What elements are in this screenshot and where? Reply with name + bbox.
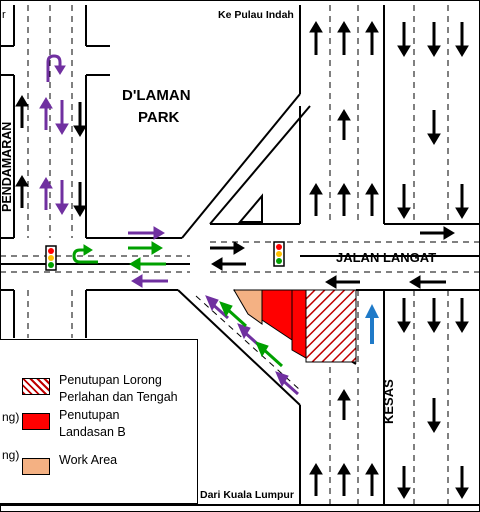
work-area-swatch <box>22 458 50 475</box>
arrow-icon <box>409 275 446 289</box>
arrow-icon <box>427 298 441 333</box>
arrow-icon <box>211 257 246 271</box>
green-arrows <box>72 241 284 368</box>
legend-item-lane-closure: Penutupan Lorong Perlahan dan Tengah <box>22 372 178 406</box>
arrow-icon <box>427 398 441 433</box>
arrow-icon <box>397 184 411 219</box>
arrow-icon <box>365 183 379 216</box>
road-label-pendamaran: PENDAMARAN <box>0 122 14 212</box>
arrow-icon <box>205 295 229 320</box>
arrow-icon <box>219 301 248 328</box>
destination-label: Ke Pulau Indah <box>218 9 294 21</box>
red-strip <box>291 289 307 359</box>
legend-item-work-area: Work Area <box>22 452 117 475</box>
clipped-label: r <box>2 9 6 21</box>
arrow-icon <box>15 95 29 128</box>
arrow-icon <box>365 21 379 55</box>
arrow-icon <box>39 177 53 210</box>
arrow-icon <box>309 21 323 55</box>
arrow-icon <box>337 389 351 420</box>
arrow-icon <box>455 22 469 57</box>
traffic-light-icon <box>273 241 285 267</box>
arrow-icon <box>309 463 323 496</box>
arrow-icon <box>397 298 411 333</box>
arrow-icon <box>39 97 53 130</box>
u-turn-arrow-icon <box>72 244 98 264</box>
arrow-icon <box>131 274 168 288</box>
arrow-icon <box>55 100 69 135</box>
legend-clipped-text: ng) <box>2 410 20 424</box>
work-area <box>233 289 263 325</box>
lane-closure-hatch <box>305 289 357 363</box>
lane-markings <box>0 5 480 505</box>
landasan-b-closure <box>261 289 293 341</box>
arrow-icon <box>325 275 360 289</box>
arrow-icon <box>337 183 351 216</box>
u-turn-arrow-icon <box>46 54 66 82</box>
arrow-icon <box>210 241 245 255</box>
arrow-icon <box>455 184 469 219</box>
legend-clipped-text: ng) <box>2 448 20 462</box>
arrow-icon <box>337 463 351 496</box>
red-swatch <box>22 413 50 430</box>
arrow-icon <box>455 298 469 333</box>
arrow-icon <box>15 175 29 208</box>
area-label-line2: PARK <box>138 109 180 126</box>
legend-label: Penutupan Landasan B <box>59 408 126 439</box>
traffic-light-icon <box>45 245 57 271</box>
arrow-icon <box>275 371 299 396</box>
road-label-kesas: KESAS <box>381 379 396 424</box>
arrow-icon <box>365 463 379 496</box>
arrow-icon <box>337 21 351 55</box>
arrow-icon <box>309 183 323 216</box>
hatch-swatch <box>22 378 50 395</box>
arrow-icon <box>128 241 163 255</box>
arrow-icon <box>397 466 411 499</box>
area-label-line1: D'LAMAN <box>122 87 191 104</box>
arrow-icon <box>73 102 87 137</box>
arrow-icon <box>455 466 469 499</box>
road-label-jalan-langat: JALAN LANGAT <box>336 250 436 265</box>
origin-label: Dari Kuala Lumpur <box>200 489 294 501</box>
legend: ng) ng) Penutupan Lorong Perlahan dan Te… <box>0 339 198 504</box>
arrow-icon <box>427 110 441 145</box>
arrow-icon <box>427 22 441 57</box>
legend-item-landasan-b: Penutupan Landasan B <box>22 407 126 441</box>
legend-label: Work Area <box>59 453 118 467</box>
arrow-icon <box>337 109 351 140</box>
arrow-icon <box>420 226 455 240</box>
arrow-icon <box>128 226 165 240</box>
arrow-icon <box>55 180 69 215</box>
arrow-icon <box>73 182 87 217</box>
blue-arrow-icon <box>365 304 379 344</box>
arrow-icon <box>397 22 411 57</box>
black-arrows <box>15 21 469 499</box>
arrow-icon <box>129 257 166 271</box>
legend-label: Penutupan Lorong Perlahan dan Tengah <box>59 373 178 404</box>
arrow-icon <box>255 341 284 368</box>
